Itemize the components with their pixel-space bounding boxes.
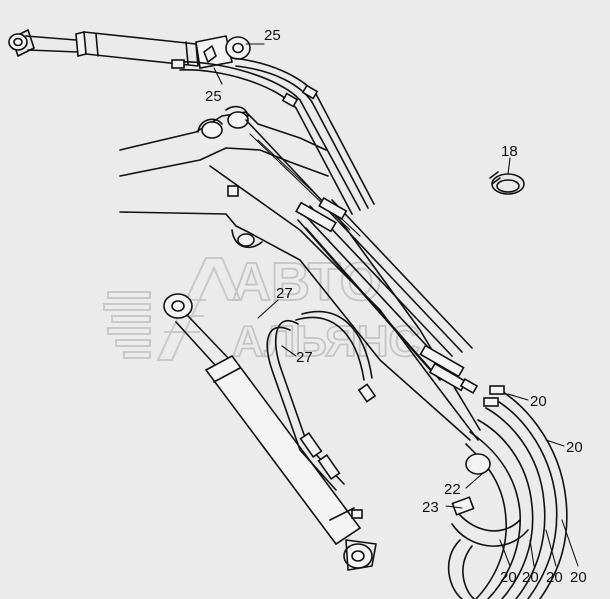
leader-lines: [213, 43, 579, 567]
callout-labels: 25 25 18 27 27 20 20 22 23 20 20 20 20: [205, 27, 587, 586]
watermark-line2: АЛЬЯНС: [232, 317, 420, 366]
callout-25-top: 25: [264, 27, 281, 44]
hose-20-group: [447, 385, 568, 599]
callout-20-bottom-4: 20: [570, 569, 587, 586]
clamp-18: [489, 171, 525, 195]
callout-22: 22: [444, 481, 461, 498]
callout-20-right-upper: 20: [530, 393, 547, 410]
hose-bundle: [295, 196, 479, 395]
arm-cylinder: [8, 29, 251, 69]
watermark-line1: АВТО: [232, 252, 382, 312]
callout-18: 18: [501, 143, 518, 160]
boom-frame: [119, 105, 481, 441]
callout-27-lower: 27: [296, 349, 313, 366]
callout-25-lower: 25: [205, 88, 222, 105]
hose-25: [171, 57, 375, 215]
callout-20-bottom-3: 20: [546, 569, 563, 586]
callout-20-bottom-2: 20: [522, 569, 539, 586]
watermark-logo: АВТО АЛЬЯНС: [103, 251, 421, 367]
callout-20-bottom-1: 20: [500, 569, 517, 586]
callout-23: 23: [422, 499, 439, 516]
callout-20-right-lower: 20: [566, 439, 583, 456]
callout-27-upper: 27: [276, 285, 293, 302]
boom-cylinder: [163, 293, 377, 571]
